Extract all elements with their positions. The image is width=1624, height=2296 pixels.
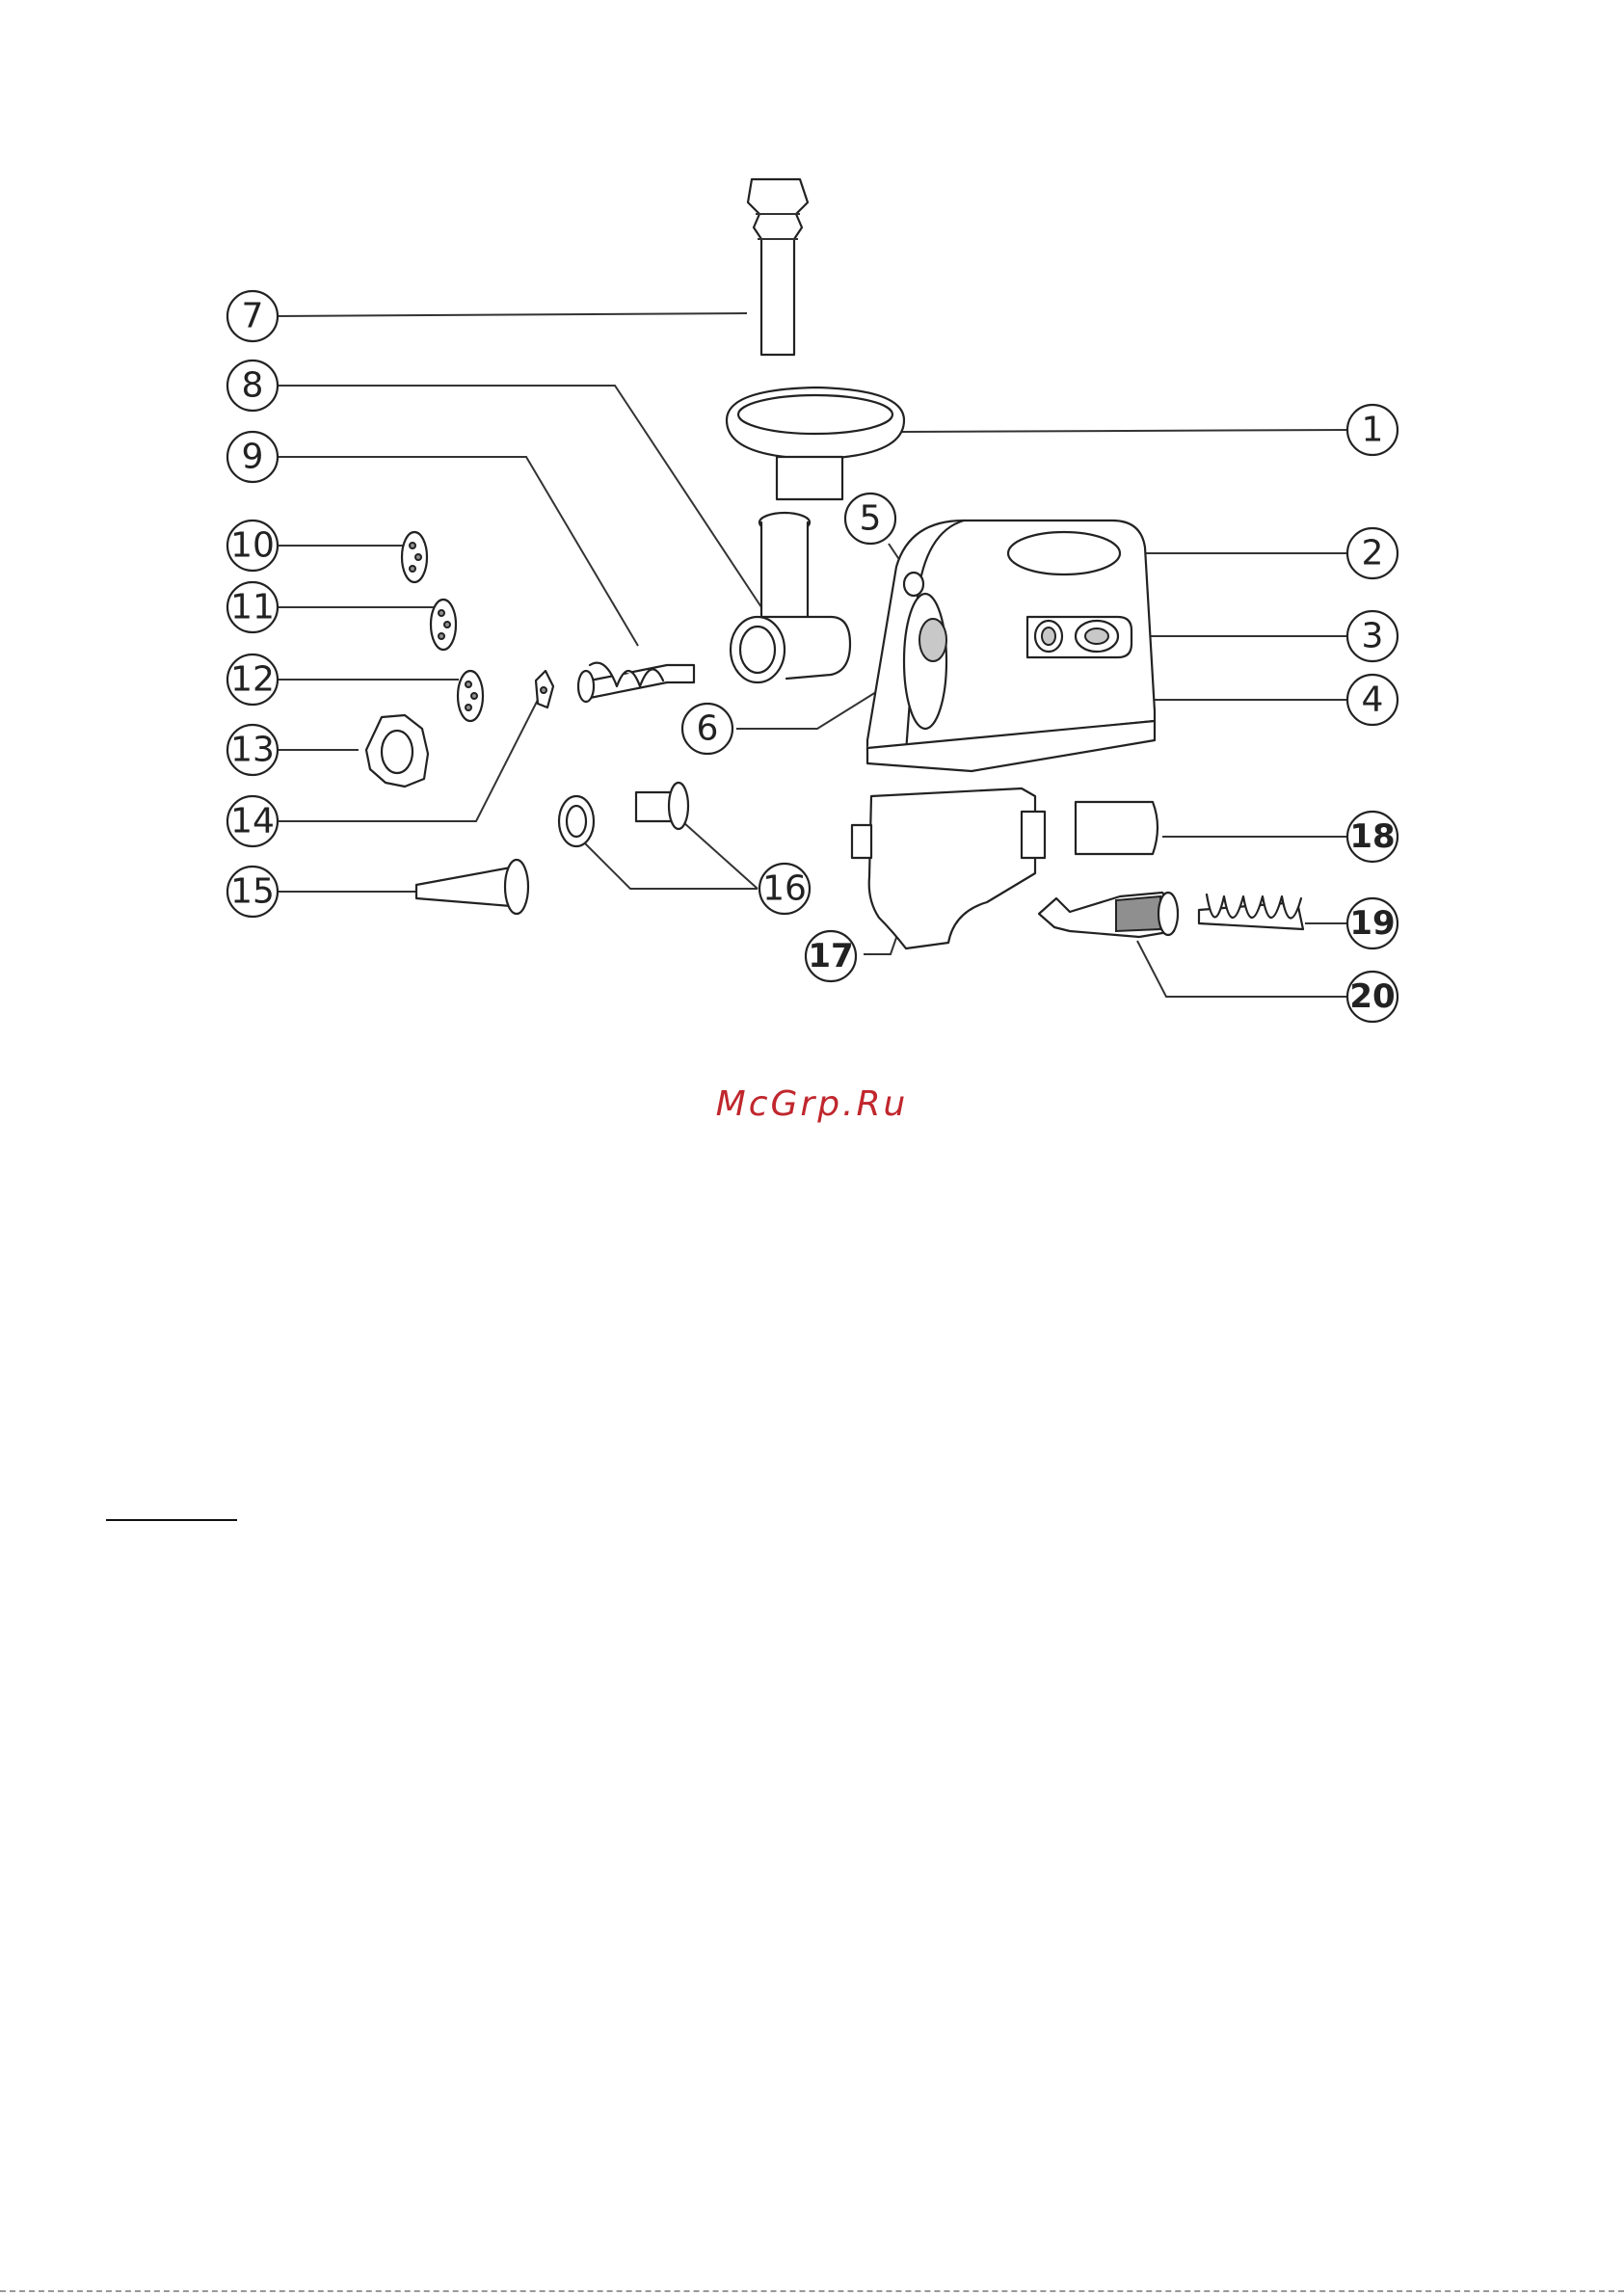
callout-label: 12	[230, 660, 275, 700]
callout-11: 11	[227, 582, 278, 632]
callout-label: 16	[762, 869, 807, 909]
cross-blade-drawing	[536, 671, 553, 707]
callout-label: 18	[1349, 817, 1395, 856]
on-off-switch-drawing	[1076, 621, 1118, 652]
callout-label: 6	[697, 709, 719, 749]
callout-8: 8	[227, 360, 278, 411]
food-pusher-drawing	[748, 179, 808, 355]
callout-label: 17	[808, 937, 853, 975]
leader-1	[902, 430, 1347, 432]
hopper-tray-drawing	[727, 387, 904, 499]
juicer-strainer-drawing	[1039, 893, 1178, 937]
callout-3: 3	[1347, 611, 1398, 661]
ring-nut-drawing	[366, 715, 428, 787]
callout-13: 13	[227, 725, 278, 775]
callout-label: 3	[1362, 617, 1384, 656]
leader-8	[276, 386, 761, 607]
juicer-housing-drawing	[852, 788, 1045, 948]
callout-label: 5	[860, 499, 882, 539]
callout-label: 13	[230, 731, 275, 770]
callout-label: 10	[230, 526, 275, 566]
callout-16: 16	[759, 864, 810, 914]
callout-18: 18	[1347, 812, 1398, 862]
underline-rule	[106, 1519, 237, 1521]
juicer-end-cap-drawing	[1076, 802, 1158, 854]
kibbe-attachment-drawing	[559, 783, 688, 846]
leader-9	[276, 457, 638, 646]
sausage-nozzle-drawing	[416, 860, 528, 914]
reverse-button-drawing	[1035, 621, 1062, 652]
callout-label: 14	[230, 802, 275, 841]
callout-4: 4	[1347, 675, 1398, 725]
callout-17: 17	[806, 931, 856, 981]
callout-6: 6	[682, 704, 732, 754]
leader-2	[1114, 542, 1347, 553]
callout-label: 8	[242, 366, 264, 406]
callout-label: 4	[1362, 681, 1384, 720]
callout-5: 5	[845, 494, 895, 544]
callout-20: 20	[1347, 972, 1398, 1022]
callout-label: 9	[242, 438, 264, 477]
callout-1: 1	[1347, 405, 1398, 455]
page-bottom-rule	[0, 2290, 1624, 2292]
grinder-head-drawing	[731, 513, 850, 682]
juicer-screw-drawing	[1199, 894, 1303, 929]
callout-15: 15	[227, 867, 278, 917]
callout-label: 20	[1349, 977, 1395, 1016]
leader-20	[1137, 941, 1347, 997]
callout-label: 11	[230, 588, 275, 627]
callout-19: 19	[1347, 898, 1398, 948]
feed-screw-drawing	[578, 663, 694, 702]
leader-16	[574, 833, 758, 889]
callout-label: 15	[230, 872, 275, 912]
callout-14: 14	[227, 796, 278, 846]
callout-label: 7	[242, 297, 264, 336]
watermark-text: McGrp.Ru	[0, 1084, 1624, 1124]
leader-7	[276, 313, 747, 316]
callout-label: 19	[1349, 904, 1395, 943]
callout-10: 10	[227, 521, 278, 571]
callout-9: 9	[227, 432, 278, 482]
callout-12: 12	[227, 654, 278, 705]
cutting-plates-drawing	[402, 532, 483, 721]
callout-label: 2	[1362, 534, 1384, 574]
callout-label: 1	[1362, 411, 1384, 450]
callout-2: 2	[1347, 528, 1398, 578]
callout-7: 7	[227, 291, 278, 341]
